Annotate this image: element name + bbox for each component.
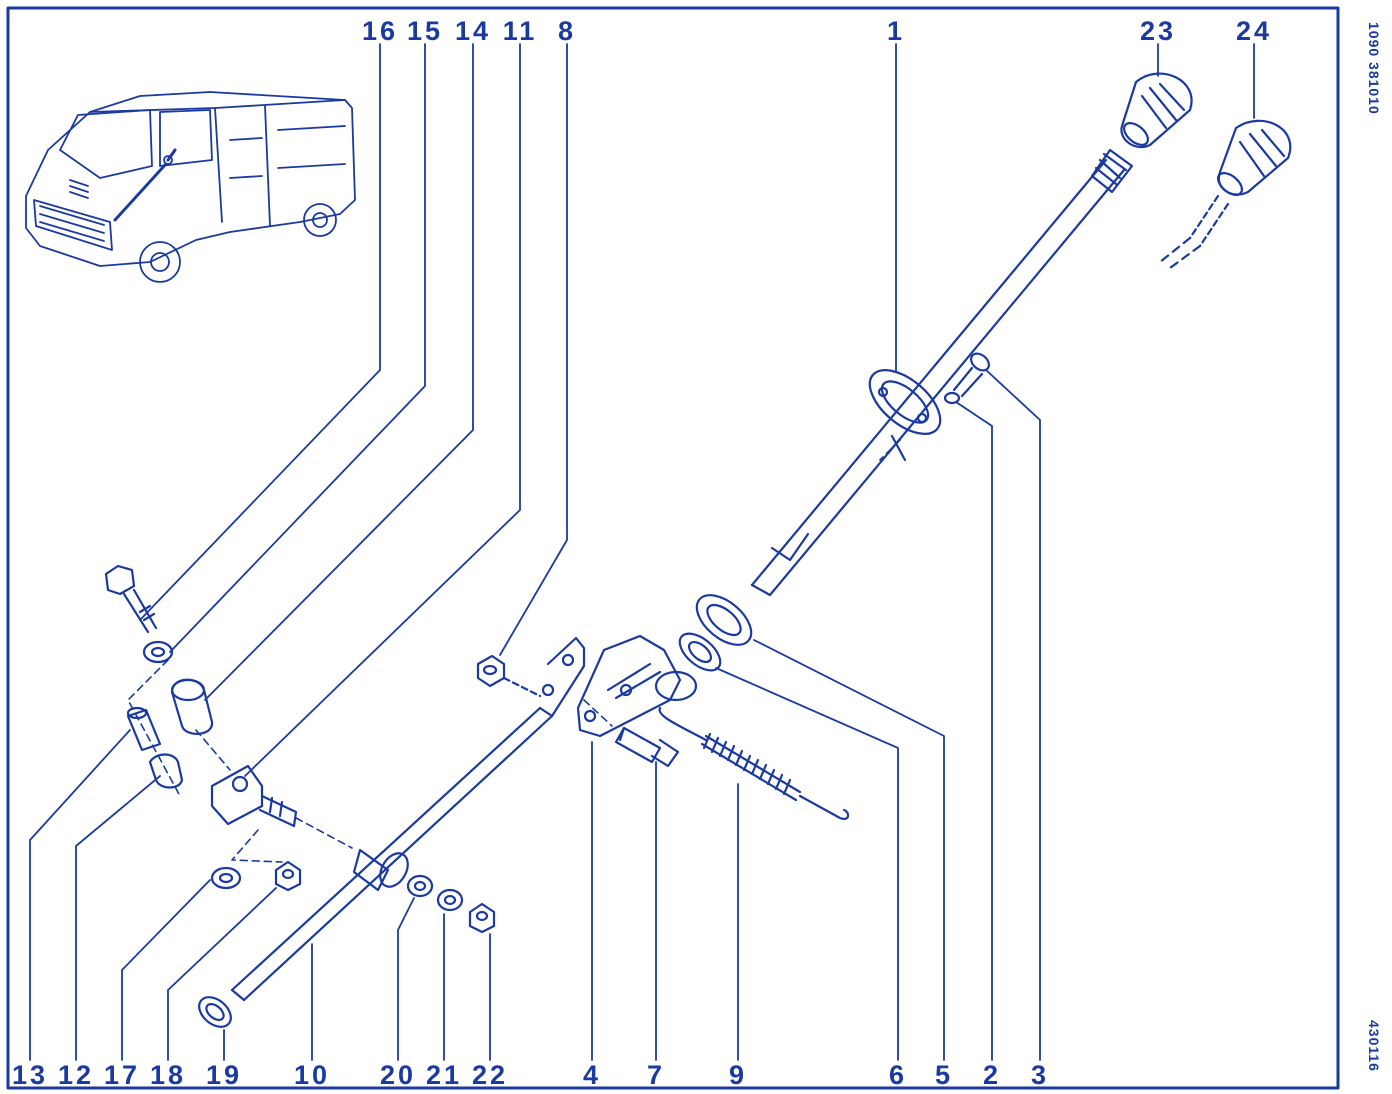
knob-icon [1158,119,1292,270]
reference-code-bottom: 430116 [1366,1020,1382,1072]
callout-3: 3 [1030,1060,1050,1090]
callout-13: 13 [11,1060,49,1090]
callout-18: 18 [149,1060,187,1090]
nut-icon [476,654,542,698]
callout-9: 9 [728,1060,748,1090]
callout-14: 14 [454,16,492,46]
diagram-border [6,6,1340,1090]
nut-icon [468,902,496,934]
callout-12: 12 [57,1060,95,1090]
nut-icon [274,860,302,892]
bushing-icon [198,996,232,1028]
gear-lever-icon [750,148,1134,597]
callout-10: 10 [293,1060,331,1090]
bushing-icon [126,706,184,789]
callout-24: 24 [1235,16,1273,46]
bolt-icon [104,564,158,634]
bolt-icon [943,352,990,405]
callout-1: 1 [886,16,906,46]
callout-11: 11 [502,16,538,46]
alignment-lines [127,439,901,863]
callout-21: 21 [425,1060,463,1090]
clevis-icon [210,764,298,828]
reference-code-top: 1090 381010 [1366,22,1382,115]
bolt-icon [614,726,680,768]
bushing-icon [678,594,753,672]
callout-8: 8 [557,16,577,46]
van-icon [25,91,356,283]
washer-icon [142,640,174,664]
callout-20: 20 [379,1060,417,1090]
callout-15: 15 [406,16,444,46]
spring-icon [658,706,850,820]
callout-4: 4 [582,1060,602,1090]
washer-icon [210,866,242,890]
leader-lines [29,43,1255,1061]
bracket-icon [576,634,698,738]
callout-19: 19 [205,1060,243,1090]
callout-6: 6 [888,1060,908,1090]
washer-icon [406,874,464,912]
callout-17: 17 [103,1060,141,1090]
callout-22: 22 [471,1060,509,1090]
callout-2: 2 [982,1060,1002,1090]
callout-7: 7 [646,1060,666,1090]
callout-16: 16 [361,16,399,46]
bushing-icon [170,678,214,735]
linkage-rod-icon [230,636,586,1002]
knob-icon [1120,72,1193,149]
callout-23: 23 [1139,16,1177,46]
callout-5: 5 [934,1060,954,1090]
